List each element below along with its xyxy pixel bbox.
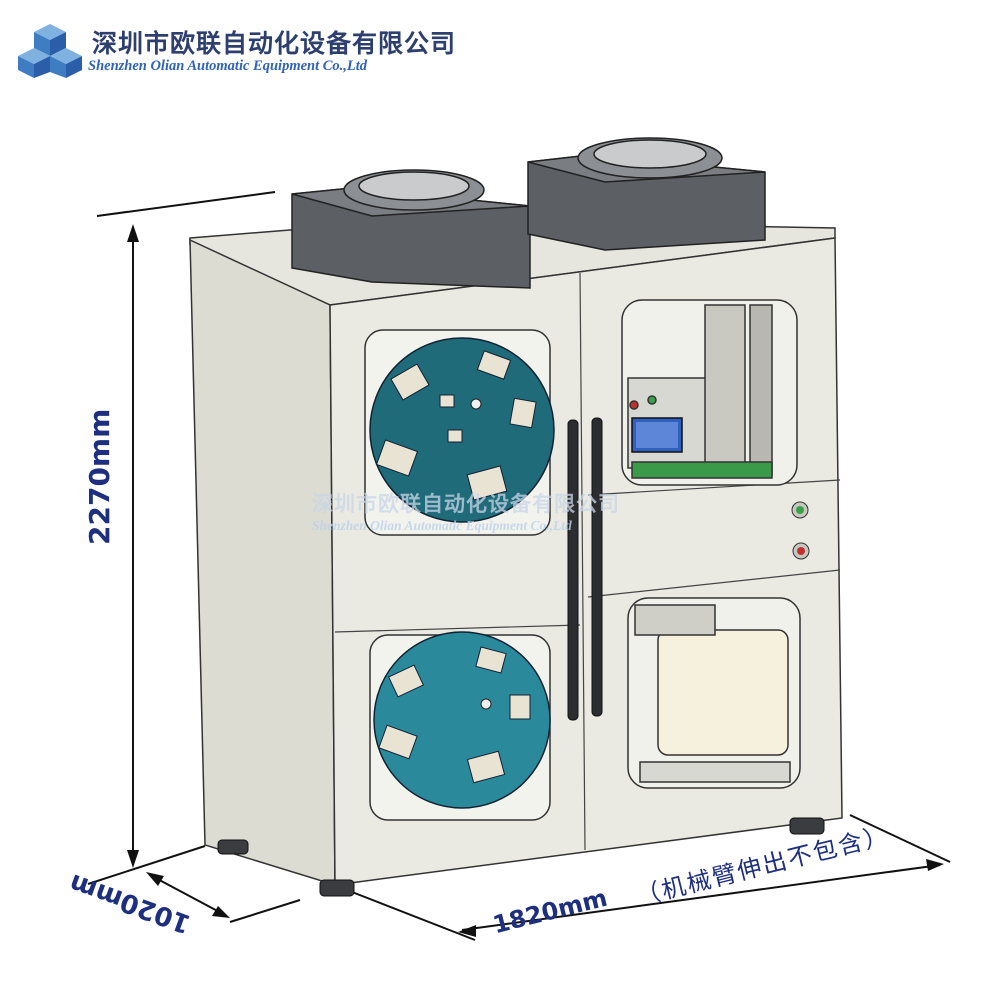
height-dimension: 2270mm xyxy=(83,408,116,545)
fan-icon-right xyxy=(527,137,766,251)
caster-wheels xyxy=(217,817,825,897)
watermark-company-en: Shenzhen Olian Automatic Equipment Co.,L… xyxy=(312,518,572,533)
door-handle xyxy=(567,417,603,721)
right-lower-window xyxy=(627,597,801,789)
company-name-cn: 深圳市欧联自动化设备有限公司 xyxy=(92,29,457,58)
logo-cube-icon xyxy=(18,24,82,78)
reel-icon-lower xyxy=(373,631,551,809)
green-indicator-icon xyxy=(791,501,809,519)
fan-icon xyxy=(291,169,531,289)
dimension-lines xyxy=(87,191,951,941)
watermark-company-cn: 深圳市欧联自动化设备有限公司 xyxy=(312,492,620,516)
reel-icon xyxy=(369,337,555,523)
door-seams xyxy=(334,272,841,851)
right-upper-window xyxy=(621,299,798,486)
red-indicator-icon xyxy=(792,542,810,560)
company-name-en: Shenzhen Olian Automatic Equipment Co.,L… xyxy=(88,58,368,74)
